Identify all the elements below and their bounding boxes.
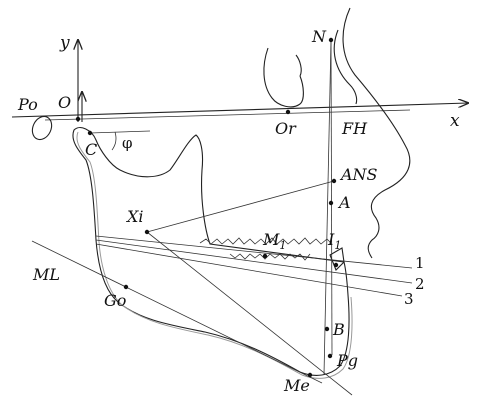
point-O [75,116,81,122]
teeth-zigzag [199,237,333,245]
n-me-line [323,39,332,376]
x-axis [11,103,468,118]
label-Pg: Pg [336,351,358,370]
label-FH: FH [341,119,368,138]
label-Me: Me [283,376,310,395]
mandible-outline-2 [76,131,353,379]
line-3 [95,243,403,297]
nasal-contour [333,29,358,105]
po-ring [31,115,53,141]
label-line-1: 1 [415,254,425,272]
face-profile [342,7,411,259]
point-M1 [262,253,268,259]
label-Po: Po [17,95,38,114]
label-phi: φ [122,134,133,152]
label-C: C [85,140,97,159]
xi-pg-line [146,231,353,396]
fh-line [44,109,411,121]
point-ANS [331,178,337,184]
label-Go: Go [104,291,126,310]
label-N: N [311,27,327,46]
orbit-contour-2 [295,54,302,77]
label-ML: ML [32,265,60,284]
label-line-3: 3 [404,290,414,308]
c-horizontal [89,130,151,134]
point-Or [285,109,291,115]
line-2 [95,239,413,284]
label-I1: I1 [327,230,341,252]
point-Go [123,284,129,290]
n-pg-line [330,39,333,356]
point-Pg [327,353,333,359]
label-line-2: 2 [415,275,425,293]
label-y: y [59,33,70,53]
label-M1: M1 [262,230,286,252]
line-1 [95,235,413,269]
label-A: A [337,193,351,212]
label-Xi: Xi [125,207,144,226]
label-I1-main: I [327,230,335,249]
phi-arc [111,131,117,151]
label-x: x [450,111,460,131]
xi-ans-line [146,180,335,233]
point-Xi [144,229,150,235]
point-Me [307,372,313,378]
point-N [328,37,334,43]
point-C [87,130,93,136]
label-B: B [332,320,345,339]
orbit-contour [263,47,304,108]
point-B [324,326,330,332]
ml-line [31,240,323,384]
label-I1-sub: 1 [334,239,341,252]
label-M1-main: M [262,230,280,249]
label-O: O [58,93,71,112]
label-ANS: ANS [339,165,378,184]
point-A [328,200,334,206]
label-Or: Or [275,119,297,138]
mandible-outline [72,127,350,376]
point-I1 [333,262,339,268]
label-M1-sub: 1 [279,239,286,252]
teeth-zigzag-2 [229,253,311,261]
